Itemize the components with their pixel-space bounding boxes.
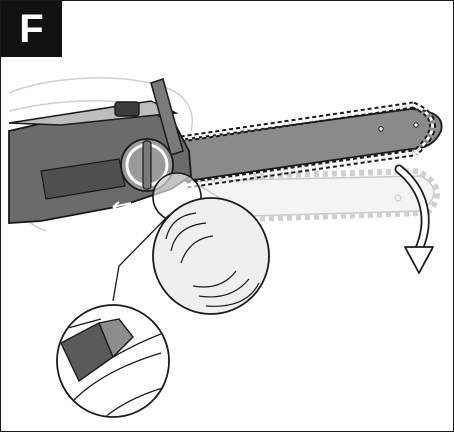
zoom-circle-log bbox=[152, 197, 270, 315]
tension-dial-icon bbox=[120, 138, 174, 192]
direction-arrow-icon bbox=[112, 201, 132, 212]
step-label: F bbox=[1, 1, 62, 57]
guide-bar bbox=[169, 101, 443, 189]
callout-leader bbox=[112, 214, 170, 302]
detail-zoom-circle bbox=[56, 304, 170, 418]
rotation-arrow-icon bbox=[394, 164, 434, 274]
